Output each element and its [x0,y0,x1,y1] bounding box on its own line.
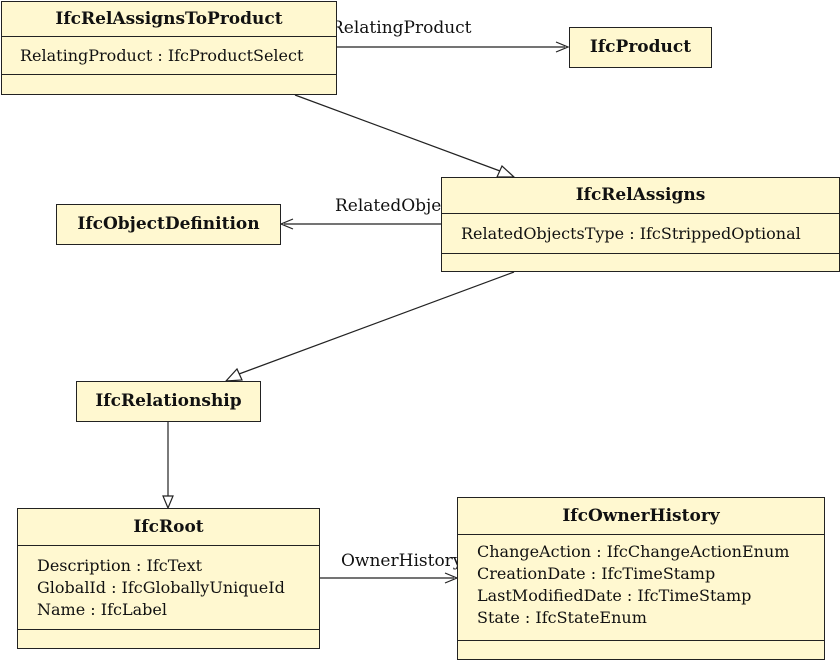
class-ifcproduct[interactable]: IfcProduct [569,27,712,68]
association-label-related-objects: RelatedObjects [335,196,467,216]
class-ifcrelationship[interactable]: IfcRelationship [76,381,261,422]
class-ifcownerhistory[interactable]: IfcOwnerHistory ChangeAction : IfcChange… [457,497,825,660]
attribute: RelatedObjectsType : IfcStrippedOptional [461,224,801,243]
attribute: RelatingProduct : IfcProductSelect [20,46,304,65]
generalization-relassigns [238,271,515,375]
class-name: IfcProduct [589,37,692,57]
association-label-owner-history: OwnerHistory [341,551,463,571]
class-name: IfcObjectDefinition [77,214,260,234]
attribute: State : IfcStateEnum [477,608,647,627]
class-ifcroot[interactable]: IfcRoot Description : IfcText GlobalId :… [17,508,320,649]
attribute-compartment: Description : IfcText GlobalId : IfcGlob… [18,545,319,629]
class-name: IfcRelAssignsToProduct [55,9,283,29]
class-ifcrelassigns[interactable]: IfcRelAssigns RelatedObjectsType : IfcSt… [441,177,840,272]
attribute: GlobalId : IfcGloballyUniqueId [37,578,285,597]
operation-compartment [442,253,839,272]
attribute: LastModifiedDate : IfcTimeStamp [477,586,752,605]
open-arrowhead [555,41,570,53]
hollow-triangle-arrowhead [162,495,174,510]
attribute: Name : IfcLabel [37,600,167,619]
class-ifcobjectdefinition[interactable]: IfcObjectDefinition [56,204,281,245]
operation-compartment [2,74,336,95]
association-label-relating-product: RelatingProduct [331,18,472,38]
generalization-relassignstoproduct [294,94,501,172]
attribute: CreationDate : IfcTimeStamp [477,564,716,583]
operation-compartment [458,640,824,659]
hollow-triangle-arrowhead [224,367,243,382]
attribute-compartment: ChangeAction : IfcChangeActionEnum Creat… [458,534,824,640]
attribute: ChangeAction : IfcChangeActionEnum [477,542,790,561]
attribute-compartment: RelatedObjectsType : IfcStrippedOptional [442,213,839,253]
hollow-triangle-arrowhead [496,164,516,178]
attribute: Description : IfcText [37,556,203,575]
class-name: IfcRoot [133,517,204,537]
class-name: IfcRelAssigns [575,185,706,205]
attribute-compartment: RelatingProduct : IfcProductSelect [2,36,336,74]
class-name: IfcOwnerHistory [562,506,720,526]
class-name: IfcRelationship [95,391,242,411]
operation-compartment [18,629,319,649]
open-arrowhead [279,218,294,230]
class-ifcrelassignstoproduct[interactable]: IfcRelAssignsToProduct RelatingProduct :… [1,1,337,95]
